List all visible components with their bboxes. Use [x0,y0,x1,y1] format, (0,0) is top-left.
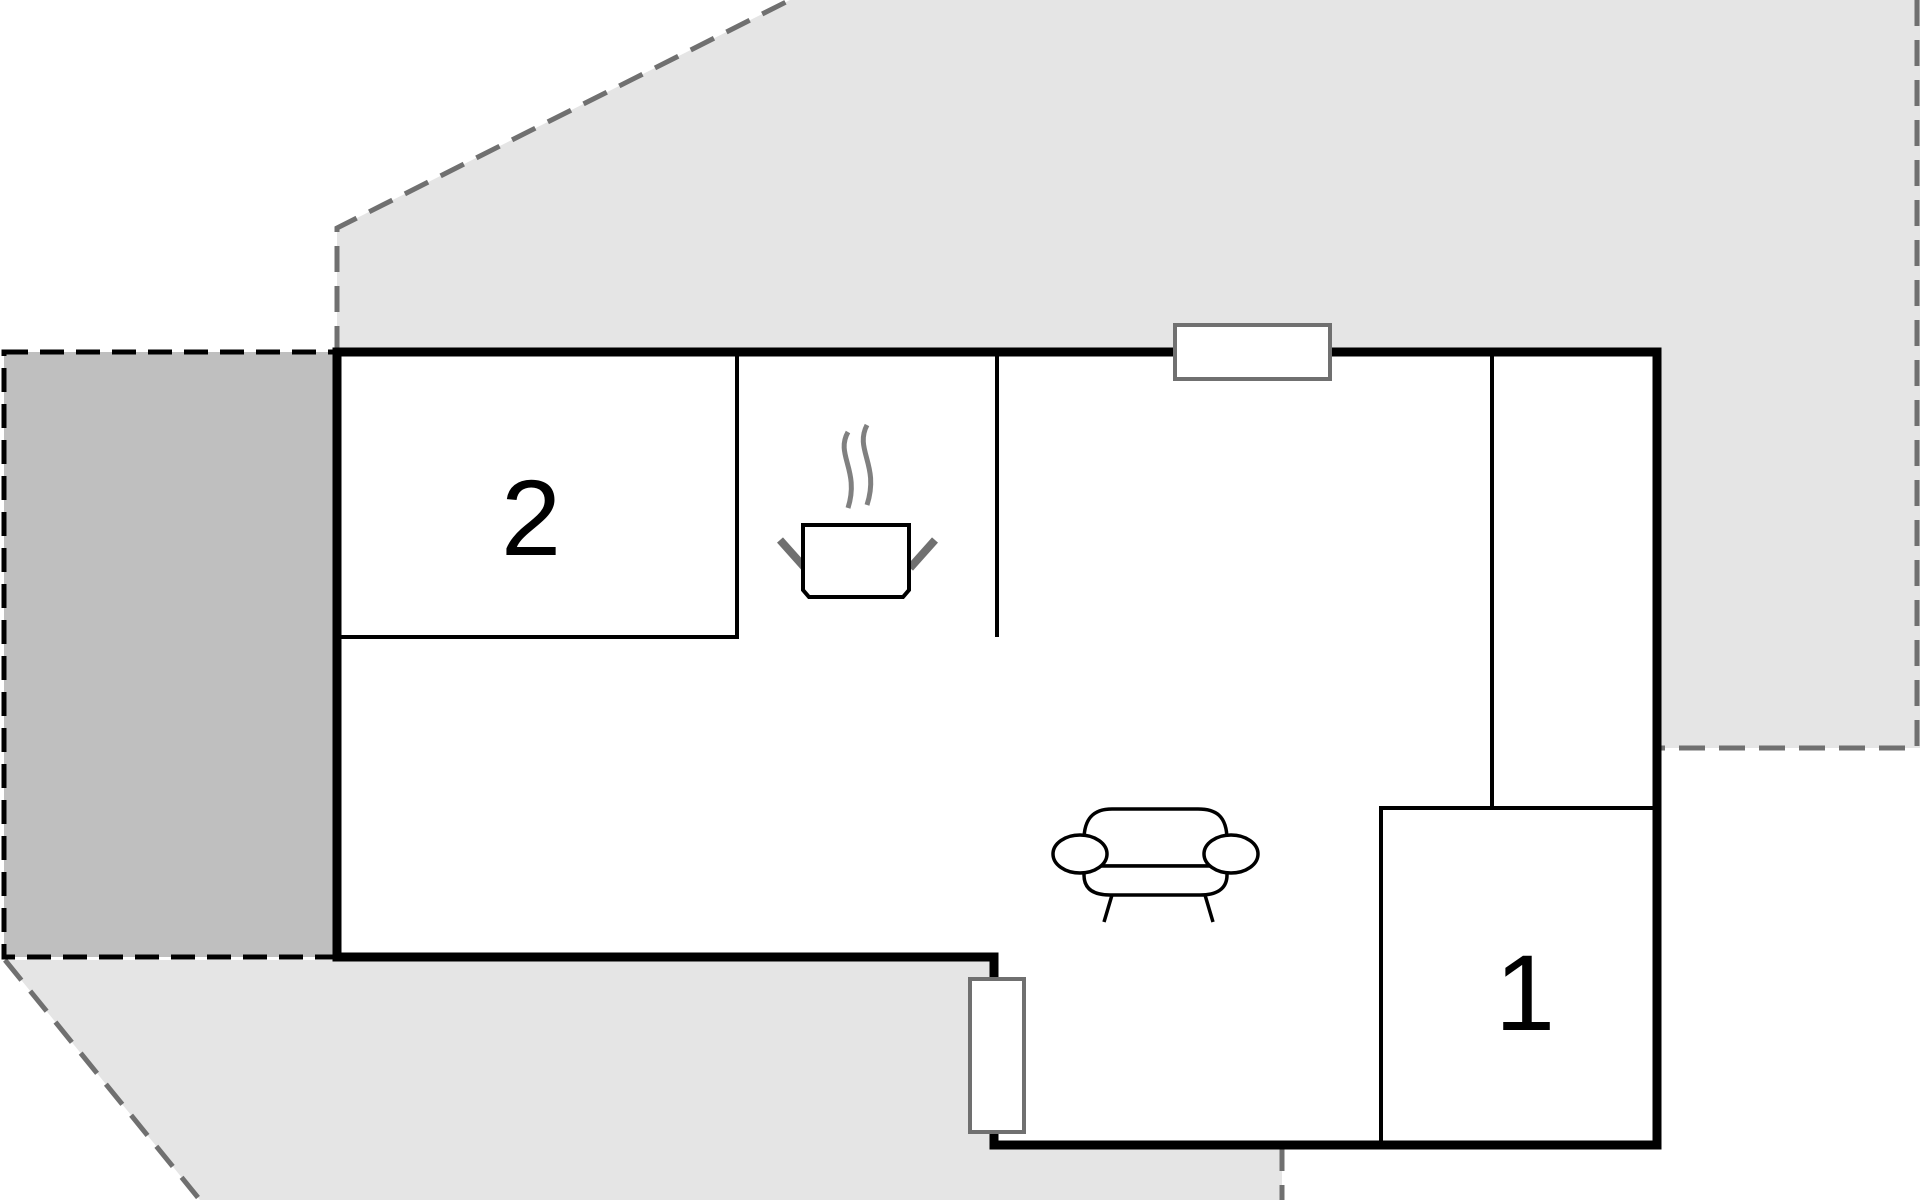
sofa-icon [1051,807,1260,923]
room-1-label: 1 [1495,932,1555,1053]
window-bottom [968,977,1026,1134]
window-top [1173,323,1332,381]
interior-walls [337,352,1657,1145]
cooking-pot-icon [777,423,938,599]
room-2-label: 2 [501,457,561,578]
covered-terrace [1,349,340,960]
upper-terrace-outline [334,0,1920,751]
lower-terrace [5,960,1282,1200]
lower-terrace-outline [3,958,1285,1200]
upper-terrace [337,0,1920,748]
house-outline [332,347,1662,1150]
